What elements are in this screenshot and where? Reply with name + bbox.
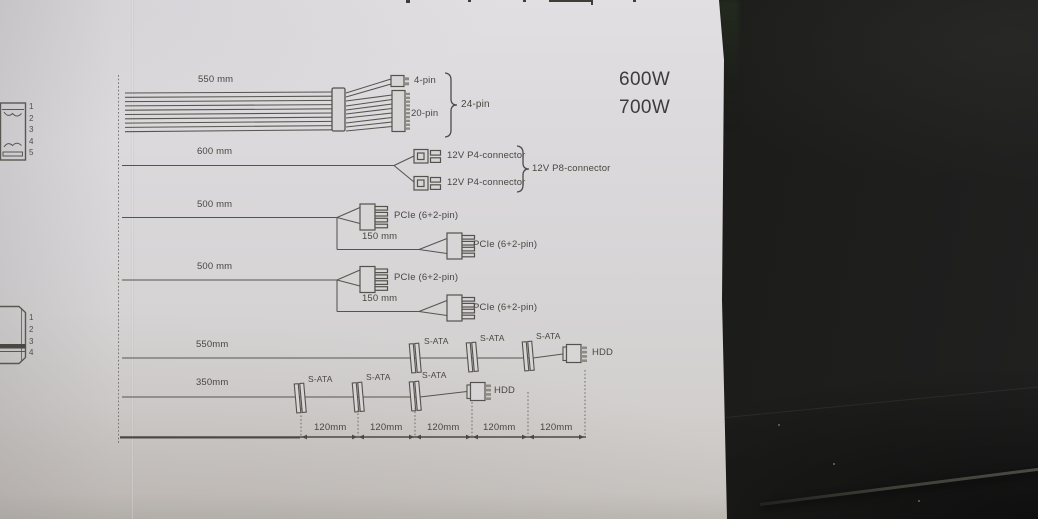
24pin-brace bbox=[444, 72, 458, 138]
sata-connector-b2 bbox=[351, 381, 365, 413]
spacing-label-1: 120mm bbox=[314, 422, 347, 433]
pin-top-3: 3 bbox=[29, 125, 34, 134]
hdd-connector-a bbox=[562, 343, 587, 364]
atx-cable-lines bbox=[124, 78, 393, 133]
sata-b-length-label: 350mm bbox=[196, 377, 229, 388]
sata-cable-b-lines bbox=[122, 390, 468, 398]
pcie-a-length-label: 500 mm bbox=[197, 199, 233, 210]
pcie-connector-a2 bbox=[446, 232, 476, 260]
sata-a3-label: S-ATA bbox=[536, 331, 561, 341]
hdd-a-label: HDD bbox=[592, 347, 614, 358]
atx-4pin-label: 4-pin bbox=[414, 75, 436, 86]
dust-speck bbox=[778, 424, 780, 426]
page-top-mark bbox=[549, 0, 591, 2]
atx-20pin-label: 20-pin bbox=[411, 108, 439, 119]
pin-legend-top-icon bbox=[0, 102, 27, 161]
page-top-mark bbox=[406, 0, 410, 3]
wattage-700w: 700W bbox=[619, 97, 671, 118]
sata-b2-label: S-ATA bbox=[366, 372, 391, 382]
pcie-a1-label: PCIe (6+2-pin) bbox=[394, 210, 459, 221]
pin-top-1: 1 bbox=[29, 102, 34, 111]
eps-p8-label: 12V P8-connector bbox=[532, 163, 611, 174]
pcie-a-branch-label: 150 mm bbox=[362, 231, 398, 242]
pcie-a2-label: PCIe (6+2-pin) bbox=[473, 239, 538, 250]
sata-a-length-label: 550mm bbox=[196, 339, 229, 350]
sata-connector-a1 bbox=[408, 342, 422, 374]
page-top-mark bbox=[468, 0, 471, 2]
dust-speck bbox=[833, 463, 835, 465]
cable-wrap-band bbox=[331, 87, 346, 132]
spacing-label-5: 120mm bbox=[540, 422, 573, 433]
spacing-ruler-lines bbox=[120, 370, 586, 440]
pin-bottom-1: 1 bbox=[29, 313, 34, 322]
wattage-600w: 600W bbox=[619, 69, 671, 90]
pcie-connector-a1 bbox=[359, 203, 389, 231]
page-top-mark bbox=[633, 0, 636, 2]
atx-20pin-connector bbox=[391, 89, 410, 133]
sata-b3-label: S-ATA bbox=[422, 370, 447, 380]
sata-cable-a-lines bbox=[122, 353, 564, 359]
sata-connector-b3 bbox=[408, 380, 422, 412]
pcie-connector-b2 bbox=[446, 294, 476, 322]
page-top-mark bbox=[591, 0, 593, 5]
pcie-connector-b1 bbox=[359, 265, 389, 294]
sata-a2-label: S-ATA bbox=[480, 333, 505, 343]
p8-brace bbox=[516, 145, 530, 193]
pin-bottom-3: 3 bbox=[29, 337, 34, 346]
atx-length-label: 550 mm bbox=[198, 74, 234, 85]
atx-24pin-label: 24-pin bbox=[461, 99, 490, 110]
pin-top-4: 4 bbox=[29, 136, 34, 146]
pcie-b2-label: PCIe (6+2-pin) bbox=[473, 302, 538, 313]
eps-p4-label-1: 12V P4-connector bbox=[447, 150, 526, 161]
pcie-b-branch-label: 150 mm bbox=[362, 293, 398, 304]
eps-p4-label-2: 12V P4-connector bbox=[447, 177, 526, 188]
spacing-label-2: 120mm bbox=[370, 422, 403, 433]
pin-bottom-4: 4 bbox=[29, 348, 34, 357]
pcie-b1-label: PCIe (6+2-pin) bbox=[394, 272, 459, 283]
hdd-connector-b bbox=[466, 381, 491, 402]
sata-connector-b1 bbox=[293, 382, 307, 414]
sata-a1-label: S-ATA bbox=[424, 336, 449, 346]
paper-crease bbox=[131, 0, 134, 519]
dust-speck bbox=[918, 500, 920, 502]
eps-length-label: 600 mm bbox=[197, 146, 233, 157]
page-top-mark bbox=[523, 0, 526, 2]
pcie-b-length-label: 500 mm bbox=[197, 261, 233, 272]
atx-4pin-connector bbox=[390, 74, 409, 88]
pin-legend-bottom-icon bbox=[0, 305, 27, 365]
paper-edge-shadow bbox=[719, 0, 739, 130]
pin-top-2: 2 bbox=[29, 113, 34, 123]
sata-connector-a3 bbox=[521, 340, 535, 372]
spacing-label-4: 120mm bbox=[483, 422, 516, 433]
eps-p4-connector-1 bbox=[413, 148, 442, 164]
hdd-b-label: HDD bbox=[494, 385, 516, 396]
pcie-cable-b-lines bbox=[122, 269, 448, 317]
sata-connector-a2 bbox=[465, 341, 479, 373]
pin-bottom-2: 2 bbox=[29, 325, 34, 334]
eps-cable-lines bbox=[122, 155, 415, 183]
spacing-label-3: 120mm bbox=[427, 422, 460, 433]
pcie-cable-a-lines bbox=[122, 207, 448, 255]
eps-p4-connector-2 bbox=[413, 175, 442, 191]
pin-top-5: 5 bbox=[29, 148, 34, 157]
sata-b1-label: S-ATA bbox=[308, 374, 333, 384]
